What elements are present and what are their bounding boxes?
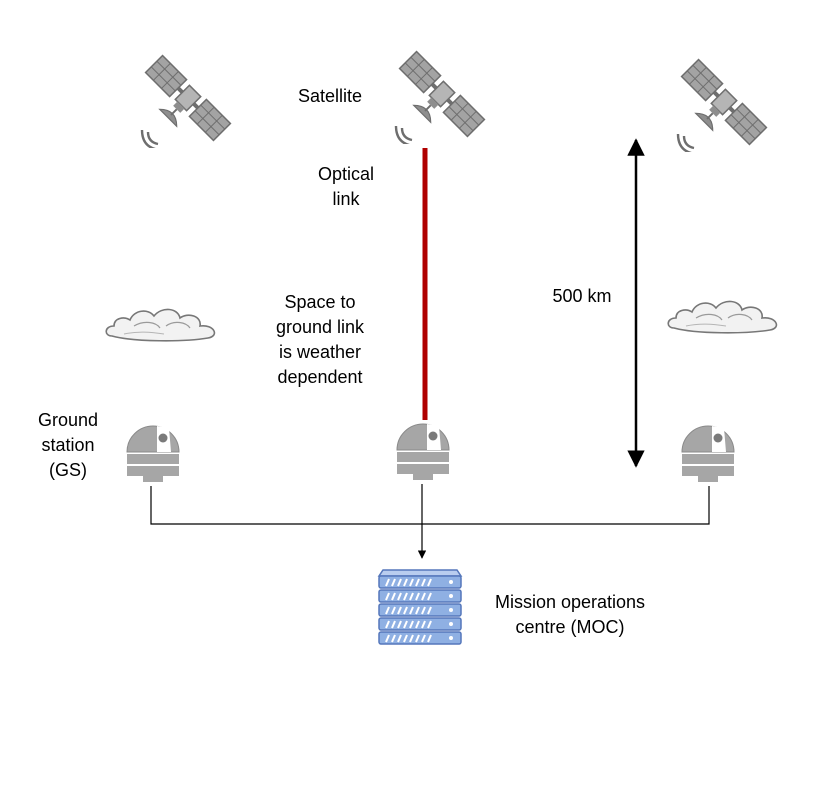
- satellite-icon-left: [138, 54, 232, 148]
- space-to-ground-label: Space to ground link is weather dependen…: [275, 292, 365, 387]
- cloud-icon-left: [105, 308, 216, 342]
- satellite-icon-right: [674, 58, 768, 152]
- distance-label: 500 km: [552, 286, 612, 306]
- cloud-icon-right: [667, 300, 778, 334]
- ground-station-icon-right: [681, 425, 735, 483]
- satellite-icon-center: [392, 50, 486, 144]
- ground-station-icon-left: [126, 425, 180, 483]
- server-rack-icon: [378, 569, 462, 645]
- optical-link-label: Optical link: [317, 164, 375, 209]
- ground-station-icon-center: [396, 423, 450, 481]
- ground-station-label: Ground station (GS): [37, 410, 99, 480]
- ground-network-connector: [150, 486, 710, 525]
- moc-label: Mission operations centre (MOC): [494, 592, 646, 637]
- satellite-label: Satellite: [297, 86, 363, 106]
